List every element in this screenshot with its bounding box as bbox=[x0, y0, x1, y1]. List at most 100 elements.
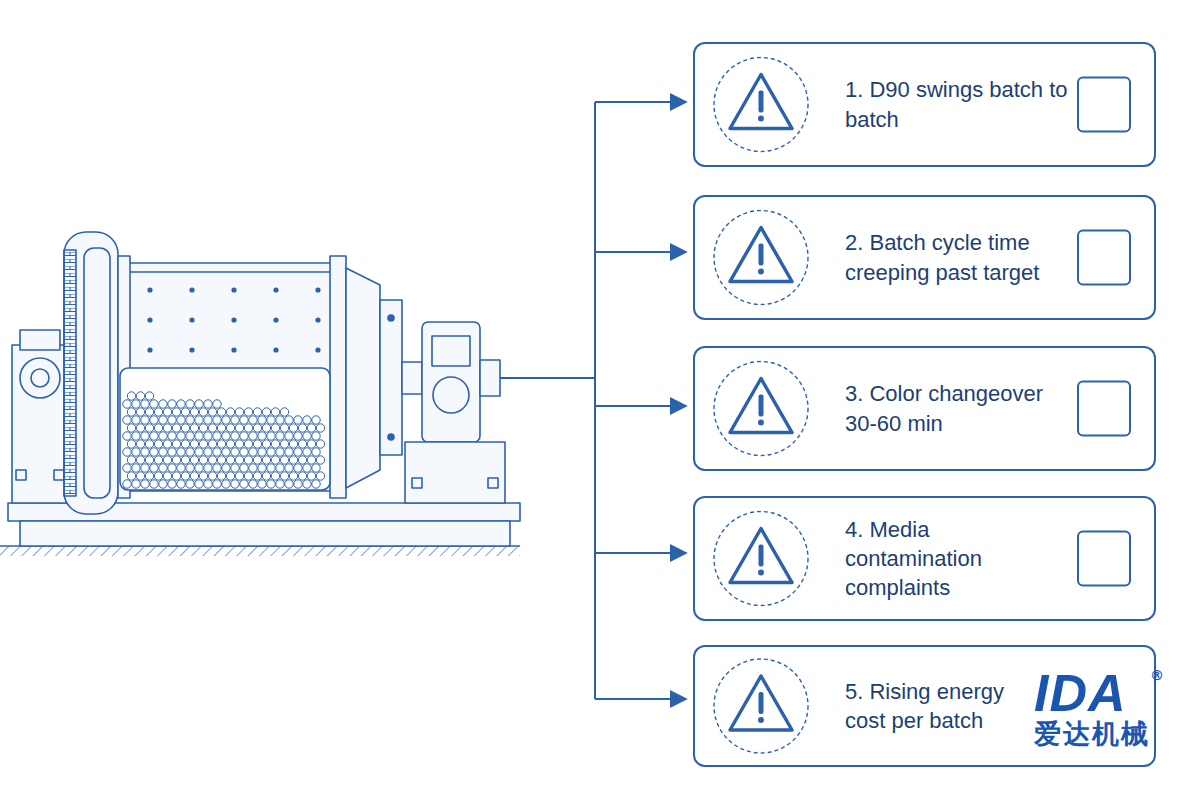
grinding-ball bbox=[226, 456, 234, 464]
grinding-ball bbox=[298, 440, 306, 448]
grinding-ball bbox=[267, 480, 275, 488]
grinding-ball bbox=[249, 464, 257, 472]
grinding-ball bbox=[159, 464, 167, 472]
grinding-ball bbox=[154, 472, 162, 480]
logo-mark: IDA bbox=[1034, 667, 1150, 719]
grinding-ball bbox=[235, 424, 243, 432]
grinding-ball bbox=[150, 400, 158, 408]
issue-text: 4. Media contamination complaints bbox=[845, 515, 1070, 602]
grinding-ball bbox=[199, 424, 207, 432]
grinding-ball bbox=[303, 432, 311, 440]
drum-hole bbox=[273, 347, 278, 352]
exclamation-dot bbox=[758, 717, 764, 723]
grinding-ball bbox=[222, 464, 230, 472]
grinding-ball bbox=[258, 480, 266, 488]
grinding-ball bbox=[163, 424, 171, 432]
grinding-ball bbox=[285, 448, 293, 456]
grinding-ball bbox=[312, 480, 320, 488]
grinding-ball bbox=[213, 400, 221, 408]
grinding-ball bbox=[136, 392, 144, 400]
dashed-ring bbox=[714, 211, 808, 305]
grinding-ball bbox=[316, 440, 324, 448]
grinding-ball bbox=[235, 440, 243, 448]
warning-triangle bbox=[730, 228, 792, 282]
warning-icon bbox=[695, 197, 1154, 318]
grinding-ball bbox=[195, 448, 203, 456]
exclamation-dot bbox=[758, 269, 764, 275]
grinding-ball bbox=[150, 480, 158, 488]
grinding-ball bbox=[172, 440, 180, 448]
gear-teeth bbox=[64, 250, 76, 496]
grinding-ball bbox=[235, 456, 243, 464]
exclamation-bar bbox=[759, 244, 764, 266]
grinding-ball bbox=[190, 440, 198, 448]
drum-hole bbox=[231, 287, 236, 292]
drum-flange bbox=[330, 256, 346, 498]
branch-arrow bbox=[595, 552, 686, 554]
grinding-ball bbox=[316, 472, 324, 480]
grinding-ball bbox=[190, 456, 198, 464]
issue-text: 2. Batch cycle time creeping past target bbox=[845, 228, 1070, 286]
grinding-ball bbox=[262, 440, 270, 448]
grinding-ball bbox=[289, 472, 297, 480]
gear-face bbox=[84, 248, 110, 498]
bolt bbox=[54, 470, 64, 480]
grinding-ball bbox=[303, 480, 311, 488]
grinding-ball bbox=[141, 480, 149, 488]
grinding-ball bbox=[226, 424, 234, 432]
grinding-ball bbox=[289, 456, 297, 464]
grinding-ball bbox=[204, 416, 212, 424]
grinding-ball bbox=[123, 400, 131, 408]
grinding-ball bbox=[276, 464, 284, 472]
grinding-ball bbox=[316, 456, 324, 464]
warning-triangle bbox=[730, 379, 792, 433]
trunk-line bbox=[594, 102, 596, 699]
grinding-ball bbox=[307, 424, 315, 432]
grinding-ball bbox=[244, 456, 252, 464]
gearbox-cover bbox=[432, 336, 470, 366]
grinding-ball bbox=[271, 424, 279, 432]
drum-hole bbox=[189, 347, 194, 352]
grinding-ball bbox=[213, 464, 221, 472]
grinding-ball bbox=[123, 464, 131, 472]
grinding-ball bbox=[123, 480, 131, 488]
grinding-ball bbox=[154, 424, 162, 432]
branch-arrow bbox=[595, 405, 686, 407]
drum-hole bbox=[315, 317, 320, 322]
drum-hole bbox=[231, 317, 236, 322]
checkbox bbox=[1078, 382, 1130, 436]
grinding-ball bbox=[258, 464, 266, 472]
grinding-ball bbox=[240, 416, 248, 424]
grinding-ball bbox=[271, 456, 279, 464]
grinding-ball bbox=[280, 408, 288, 416]
gearbox bbox=[422, 322, 480, 442]
checkbox bbox=[1078, 231, 1130, 285]
grinding-ball bbox=[289, 424, 297, 432]
warning-triangle bbox=[730, 75, 792, 129]
grinding-ball bbox=[199, 440, 207, 448]
grinding-ball bbox=[168, 432, 176, 440]
foundation bbox=[20, 521, 510, 546]
issue-text: 3. Color changeover 30-60 min bbox=[845, 379, 1070, 437]
checklist-box: 2. Batch cycle time creeping past target bbox=[693, 195, 1156, 320]
grinding-ball bbox=[285, 464, 293, 472]
grinding-ball bbox=[141, 400, 149, 408]
grinding-ball bbox=[136, 472, 144, 480]
dashed-ring bbox=[714, 512, 808, 606]
grinding-ball bbox=[132, 400, 140, 408]
grinding-ball bbox=[235, 408, 243, 416]
grinding-ball bbox=[127, 440, 135, 448]
grinding-ball bbox=[271, 472, 279, 480]
grinding-ball bbox=[208, 408, 216, 416]
grinding-ball bbox=[258, 432, 266, 440]
grinding-ball bbox=[136, 440, 144, 448]
issue-text: 5. Rising energy cost per batch bbox=[845, 677, 1025, 735]
grinding-ball bbox=[150, 448, 158, 456]
grinding-ball bbox=[208, 472, 216, 480]
grinding-ball bbox=[294, 480, 302, 488]
grinding-ball bbox=[136, 456, 144, 464]
grinding-ball bbox=[222, 448, 230, 456]
grinding-ball bbox=[195, 400, 203, 408]
grinding-ball bbox=[199, 472, 207, 480]
